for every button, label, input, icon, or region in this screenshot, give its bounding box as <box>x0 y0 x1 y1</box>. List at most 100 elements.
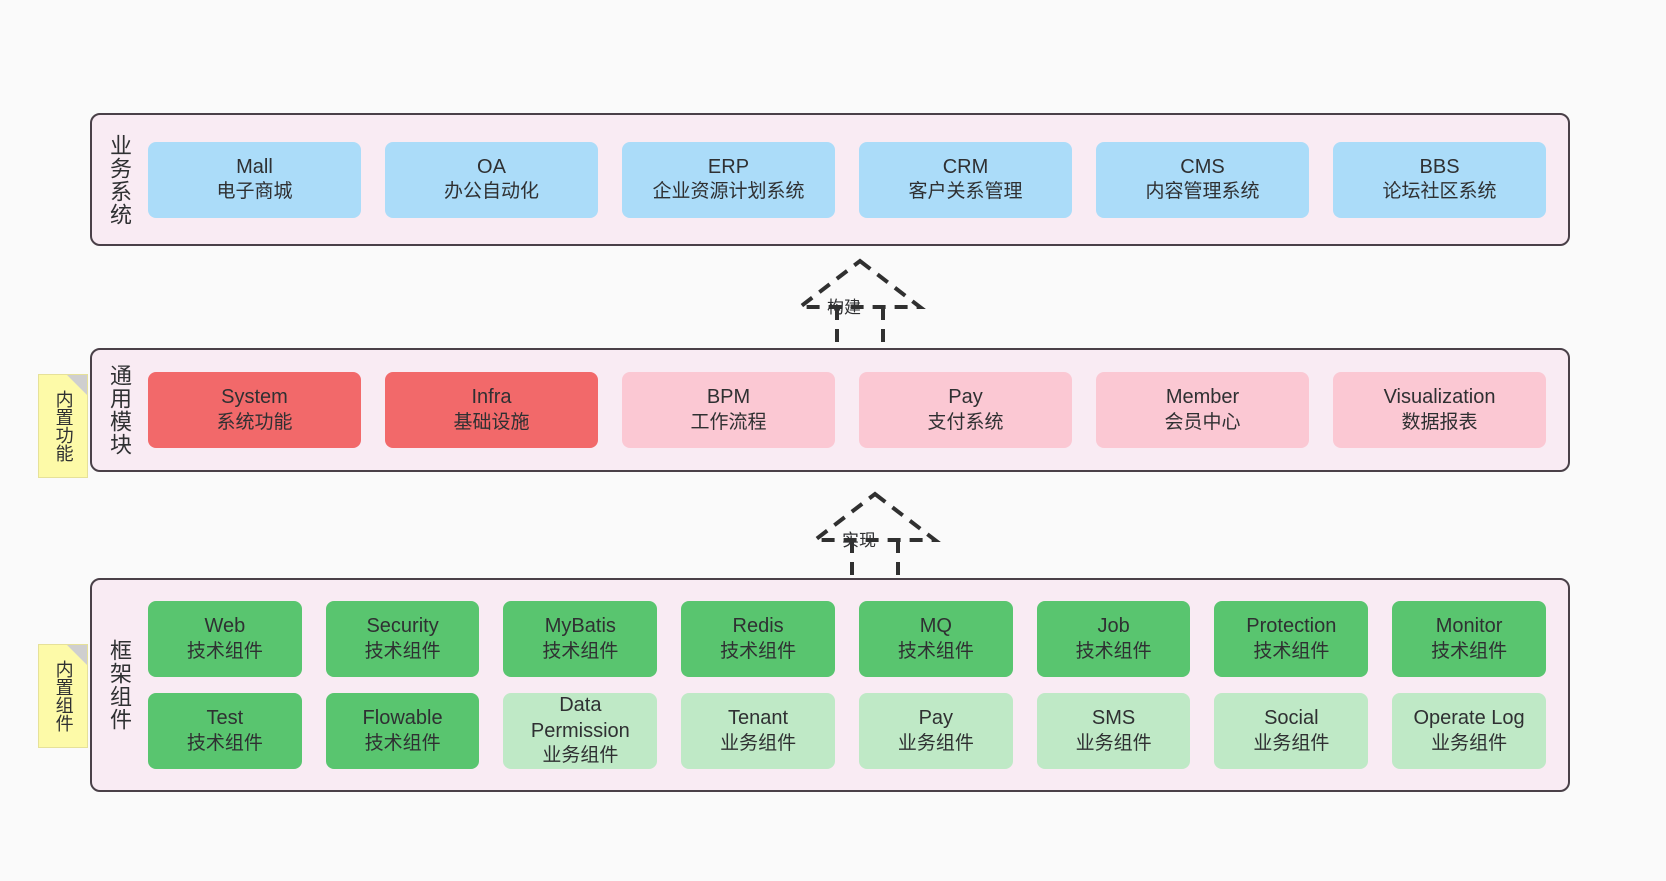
card-sms[interactable]: SMS 业务组件 <box>1036 693 1191 769</box>
layer-business-system-title: 业务系统 <box>106 133 132 226</box>
card-web[interactable]: Web 技术组件 <box>147 601 302 677</box>
card-crm[interactable]: CRM 客户关系管理 <box>859 141 1073 218</box>
card-data-permission-desc: 业务组件 <box>542 745 619 767</box>
card-member-desc: 会员中心 <box>1164 411 1241 433</box>
common-row-1: System 系统功能 Infra 基础设施 BPM 工作流程 Pay 支付系统… <box>147 372 1547 448</box>
card-pay-component-desc: 业务组件 <box>897 732 974 754</box>
card-flowable-name: Flowable <box>362 707 443 730</box>
card-pay-component-name: Pay <box>918 707 954 730</box>
card-test-desc: 技术组件 <box>186 732 263 754</box>
connector-build: 构建 <box>780 255 940 350</box>
card-bpm-desc: 工作流程 <box>690 411 767 433</box>
card-oa-name: OA <box>477 155 506 178</box>
card-visualization-name: Visualization <box>1383 386 1496 409</box>
card-data-permission-name: Data Permission <box>530 694 630 742</box>
card-system-name: System <box>221 386 288 409</box>
card-tenant-desc: 业务组件 <box>720 732 797 754</box>
card-data-permission[interactable]: Data Permission 业务组件 <box>503 693 658 769</box>
card-pay-module-name: Pay <box>948 386 983 409</box>
card-job-desc: 技术组件 <box>1075 640 1152 662</box>
layer-business-system: 业务系统 Mall 电子商城 OA 办公自动化 ERP 企业资源计划系统 CRM <box>90 113 1570 246</box>
card-mall-desc: 电子商城 <box>216 181 293 203</box>
card-cms-name: CMS <box>1180 155 1225 178</box>
card-oa[interactable]: OA 办公自动化 <box>384 141 598 218</box>
card-security-name: Security <box>366 615 439 638</box>
layer-framework-component-title: 框架组件 <box>106 639 132 731</box>
card-bpm-name: BPM <box>706 386 751 409</box>
card-erp-name: ERP <box>707 155 750 178</box>
business-row-1: Mall 电子商城 OA 办公自动化 ERP 企业资源计划系统 CRM 客户关系… <box>147 141 1547 218</box>
card-bbs-desc: 论坛社区系统 <box>1382 181 1497 203</box>
card-sms-name: SMS <box>1091 707 1136 730</box>
sticky-note-builtin-features-text: 内置功能 <box>53 390 74 462</box>
card-member-name: Member <box>1165 386 1240 409</box>
card-system[interactable]: System 系统功能 <box>147 372 361 448</box>
sticky-note-builtin-components-text: 内置组件 <box>53 660 74 732</box>
card-flowable[interactable]: Flowable 技术组件 <box>325 693 480 769</box>
card-infra-desc: 基础设施 <box>453 411 530 433</box>
card-operate-log-desc: 业务组件 <box>1431 732 1508 754</box>
layer-framework-component-body: Web 技术组件 Security 技术组件 MyBatis 技术组件 Redi… <box>142 580 1568 790</box>
card-infra-name: Infra <box>471 386 512 409</box>
sticky-note-builtin-components: 内置组件 <box>38 644 88 748</box>
card-social[interactable]: Social 业务组件 <box>1214 693 1369 769</box>
card-mq-desc: 技术组件 <box>897 640 974 662</box>
sticky-note-builtin-features: 内置功能 <box>38 374 88 478</box>
card-mall-name: Mall <box>236 155 273 178</box>
card-member[interactable]: Member 会员中心 <box>1096 372 1310 448</box>
layer-common-module: 通用模块 System 系统功能 Infra 基础设施 BPM 工作流程 Pay <box>90 348 1570 472</box>
card-social-name: Social <box>1264 707 1319 730</box>
card-mq[interactable]: MQ 技术组件 <box>858 601 1013 677</box>
card-job[interactable]: Job 技术组件 <box>1036 601 1191 677</box>
card-social-desc: 业务组件 <box>1253 732 1330 754</box>
card-cms[interactable]: CMS 内容管理系统 <box>1096 141 1310 218</box>
card-oa-desc: 办公自动化 <box>443 181 539 203</box>
card-operate-log[interactable]: Operate Log 业务组件 <box>1392 693 1546 769</box>
card-security-desc: 技术组件 <box>364 640 441 662</box>
connector-implement: 实现 <box>795 488 955 583</box>
card-cms-desc: 内容管理系统 <box>1145 181 1260 203</box>
framework-row-1: Web 技术组件 Security 技术组件 MyBatis 技术组件 Redi… <box>147 601 1546 677</box>
card-mybatis-name: MyBatis <box>544 615 616 638</box>
card-monitor-desc: 技术组件 <box>1431 640 1508 662</box>
card-pay-component[interactable]: Pay 业务组件 <box>858 693 1013 769</box>
card-crm-name: CRM <box>942 155 989 178</box>
card-sms-desc: 业务组件 <box>1075 732 1152 754</box>
card-bbs[interactable]: BBS 论坛社区系统 <box>1333 141 1547 218</box>
card-protection-desc: 技术组件 <box>1253 640 1330 662</box>
card-pay-module[interactable]: Pay 支付系统 <box>859 372 1073 448</box>
card-redis[interactable]: Redis 技术组件 <box>681 601 835 677</box>
connector-build-label: 构建 <box>827 298 861 317</box>
card-test[interactable]: Test 技术组件 <box>147 693 302 769</box>
card-bbs-name: BBS <box>1419 155 1460 178</box>
framework-row-2: Test 技术组件 Flowable 技术组件 Data Permission … <box>147 693 1546 769</box>
card-monitor-name: Monitor <box>1435 615 1503 638</box>
card-bpm[interactable]: BPM 工作流程 <box>621 372 835 448</box>
connector-implement-label: 实现 <box>842 531 876 550</box>
card-visualization-desc: 数据报表 <box>1401 411 1478 433</box>
card-job-name: Job <box>1097 615 1130 638</box>
layer-framework-component: 框架组件 Web 技术组件 Security 技术组件 MyBatis 技术组件… <box>90 578 1570 792</box>
card-security[interactable]: Security 技术组件 <box>325 601 480 677</box>
layer-business-system-body: Mall 电子商城 OA 办公自动化 ERP 企业资源计划系统 CRM 客户关系… <box>142 115 1568 244</box>
card-visualization[interactable]: Visualization 数据报表 <box>1333 372 1547 448</box>
card-redis-name: Redis <box>732 615 784 638</box>
card-erp[interactable]: ERP 企业资源计划系统 <box>621 141 835 218</box>
card-mybatis[interactable]: MyBatis 技术组件 <box>503 601 658 677</box>
card-crm-desc: 客户关系管理 <box>908 181 1023 203</box>
card-mybatis-desc: 技术组件 <box>542 640 619 662</box>
card-redis-desc: 技术组件 <box>720 640 797 662</box>
folded-corner-icon <box>67 375 87 395</box>
card-protection[interactable]: Protection 技术组件 <box>1214 601 1369 677</box>
layer-common-module-title: 通用模块 <box>106 364 132 456</box>
card-mall[interactable]: Mall 电子商城 <box>147 141 361 218</box>
card-test-name: Test <box>206 707 244 730</box>
folded-corner-icon <box>67 645 87 665</box>
card-monitor[interactable]: Monitor 技术组件 <box>1392 601 1546 677</box>
card-tenant[interactable]: Tenant 业务组件 <box>681 693 835 769</box>
build-arrow-icon <box>794 258 926 350</box>
card-pay-module-desc: 支付系统 <box>927 411 1004 433</box>
card-infra[interactable]: Infra 基础设施 <box>384 372 598 448</box>
card-operate-log-name: Operate Log <box>1413 707 1525 730</box>
